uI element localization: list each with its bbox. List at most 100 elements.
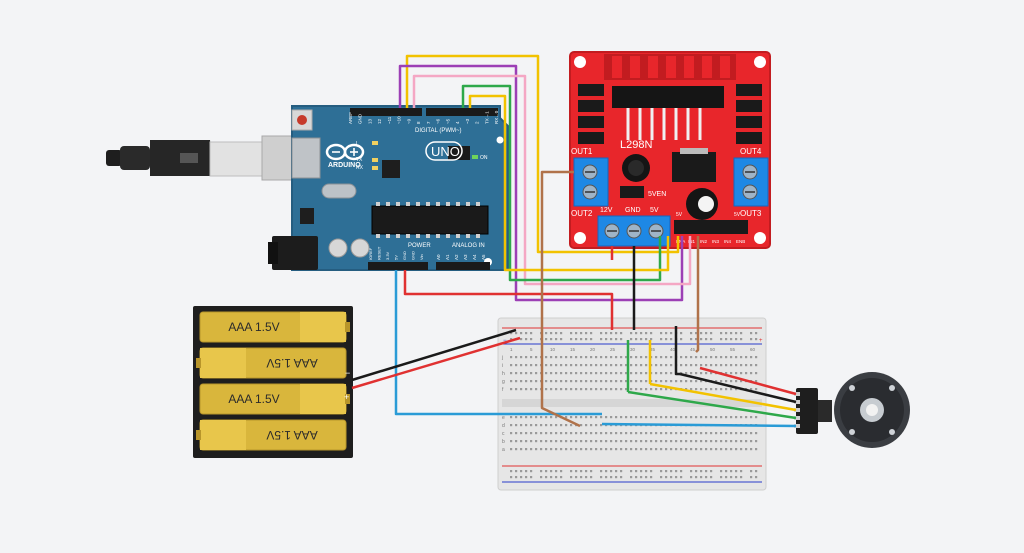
power-header[interactable] — [368, 262, 428, 270]
bb-col-label: 60 — [750, 347, 756, 352]
driver-header-label: IN2 — [700, 239, 708, 244]
top-pin-label: ~5 — [445, 118, 450, 124]
wires[interactable] — [351, 54, 797, 428]
driver-header-label: IN4 — [724, 239, 732, 244]
terminal-power[interactable] — [597, 215, 671, 247]
digital-header-high[interactable] — [350, 108, 422, 116]
analog-pin-label: A1 — [445, 254, 450, 260]
bb-col-label: 30 — [630, 347, 636, 352]
terminal-out3-out4[interactable] — [733, 157, 769, 207]
signal-header[interactable] — [674, 220, 748, 234]
battery-cell: AAA 1.5V — [199, 311, 350, 343]
top-pin-label: 2 — [475, 121, 480, 124]
battery-cell-label: AAA 1.5V — [266, 428, 317, 442]
power-pin-label: 5V — [394, 255, 399, 260]
power-label: POWER — [408, 243, 431, 249]
top-pin-label: 7 — [426, 121, 431, 124]
bb-row-label: b — [502, 439, 505, 445]
small-5v-left: 5V — [676, 212, 683, 218]
wire-encoder-blue — [601, 422, 797, 428]
battery-minus: − — [345, 368, 350, 378]
bb-row-label: d — [502, 423, 505, 429]
analog-pin-label: A4 — [472, 254, 477, 260]
top-pin-label: 4 — [455, 121, 460, 124]
l-led-label: L — [356, 141, 359, 147]
analog-header[interactable] — [436, 262, 490, 270]
power-pin-label: Vin — [419, 254, 424, 260]
rotary-encoder[interactable] — [794, 372, 910, 448]
battery-cell-label: AAA 1.5V — [266, 356, 317, 370]
rail-plus-top: + — [759, 338, 763, 344]
bb-col-label: 55 — [730, 347, 736, 352]
analog-pin-label: A2 — [454, 254, 459, 260]
bb-row-label: a — [502, 447, 505, 453]
driver-header-label: ENB — [736, 239, 745, 244]
analog-pin-label: A0 — [436, 254, 441, 260]
driver-header-label: IN1 — [688, 239, 696, 244]
atmega-chip — [371, 205, 489, 235]
top-pin-label: 13 — [367, 118, 372, 124]
wire-battery-black — [351, 328, 517, 382]
usb-cable[interactable] — [106, 135, 319, 181]
top-pin-label: AREF — [348, 112, 353, 124]
small-5v-right: 5V — [734, 212, 741, 218]
power-pin-label: GND — [411, 251, 416, 260]
on-led-label: ON — [480, 155, 488, 161]
wire-brown-header — [695, 236, 700, 353]
l298n-chip — [612, 86, 724, 108]
out4-label: OUT4 — [740, 147, 762, 156]
driver-header-label: IN3 — [712, 239, 720, 244]
mount-hole — [496, 136, 504, 144]
bb-col-label: 40 — [670, 347, 676, 352]
bb-col-label: 35 — [650, 347, 656, 352]
usb-icon — [180, 153, 198, 163]
wire-blue-gnd — [394, 270, 602, 416]
5ven-jumper[interactable] — [620, 186, 644, 198]
v12-label: 12V — [600, 207, 613, 214]
power-pin-label: RESET — [377, 246, 382, 260]
wire-encoder-yellow — [649, 382, 797, 412]
rail-minus-top: − — [503, 338, 507, 344]
wire-green-a — [461, 84, 662, 282]
sven-label: 5VEN — [648, 191, 666, 198]
top-pin-label: ~11 — [387, 116, 392, 124]
battery-cell: AAA 1.5V — [199, 383, 350, 415]
rx-led-label: RX — [356, 165, 364, 171]
bb-row-label: c — [502, 431, 505, 437]
wire-encoder-green — [627, 390, 797, 420]
digital-label: DIGITAL (PWM~) — [415, 128, 462, 134]
power-pin-label: IOREF — [368, 247, 373, 260]
v5-label: 5V — [650, 207, 659, 214]
usb-jack — [291, 137, 321, 179]
bb-row-label: f — [502, 387, 504, 393]
l298n-driver-board[interactable]: L298N 5VEN OUT1 OUT2 OUT4 OUT3 12V — [569, 51, 771, 249]
terminal-out1-out2[interactable] — [573, 157, 609, 207]
analog-pin-label: A5 — [481, 254, 486, 260]
encoder-shaft-icon — [866, 404, 878, 416]
top-pin-label: ~10 — [397, 116, 402, 124]
top-pin-label: ~9 — [406, 118, 411, 124]
wire-purple — [398, 64, 684, 302]
digital-header-low[interactable] — [426, 108, 498, 116]
top-pin-label: ~3 — [465, 118, 470, 124]
bb-col-label: 1 — [510, 347, 513, 352]
wire-green-b — [468, 94, 670, 272]
gnd-label: GND — [625, 207, 641, 214]
arduino-logo-icon — [325, 143, 365, 161]
bb-row-label: i — [502, 363, 503, 369]
top-pin-label: TX→1 — [484, 111, 489, 124]
power-jack — [272, 236, 318, 270]
wire-encoder-red — [699, 366, 797, 396]
wire-battery-red — [351, 336, 521, 390]
wire-brown-out1 — [540, 170, 581, 428]
battery-cell-label: AAA 1.5V — [228, 392, 279, 406]
power-pin-label: 3.3V — [385, 251, 390, 260]
battery-cell: AAA 1.5V — [196, 347, 347, 379]
battery-cell: AAA 1.5V — [196, 419, 347, 451]
